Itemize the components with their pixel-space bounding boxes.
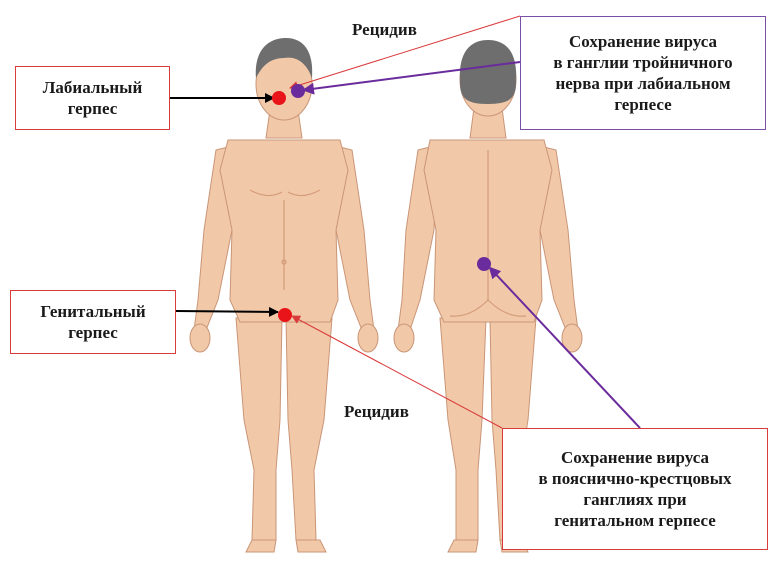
back-hair xyxy=(460,40,516,104)
trigeminal-persistence-box: Сохранение вируса в ганглии тройничного … xyxy=(520,16,766,130)
relapse-top-label: Рецидив xyxy=(352,20,417,40)
genital-herpes-box: Генитальный герпес xyxy=(10,290,176,354)
labial-herpes-box: Лабиальный герпес xyxy=(15,66,170,130)
labial-lesion-marker xyxy=(272,91,286,105)
front-figure xyxy=(190,48,378,552)
genital-lesion-marker xyxy=(278,308,292,322)
arrow-genital xyxy=(176,311,278,312)
relapse-bottom-label: Рецидив xyxy=(344,402,409,422)
sacral-ganglion-marker xyxy=(477,257,491,271)
sacral-persistence-box: Сохранение вируса в пояснично-крестцовых… xyxy=(502,428,768,550)
trigeminal-ganglion-marker xyxy=(291,84,305,98)
